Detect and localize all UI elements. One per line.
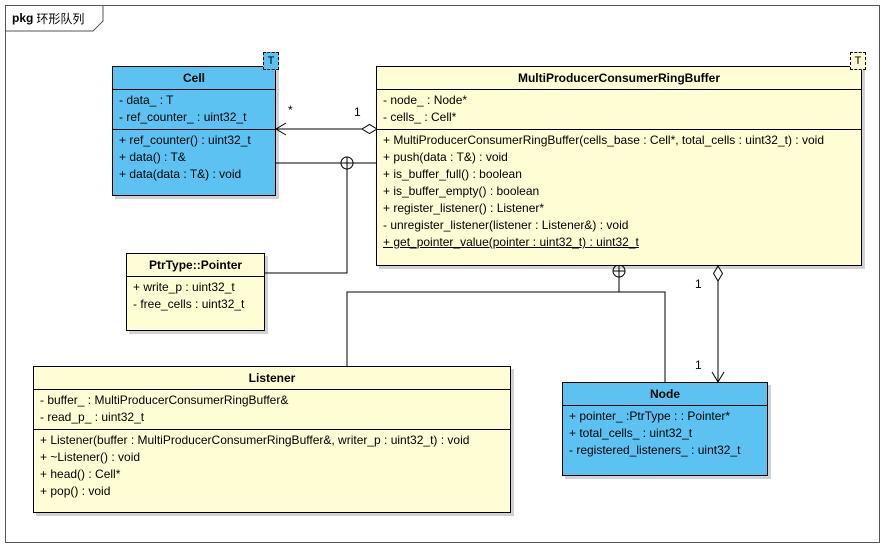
pointer-nesting-line xyxy=(265,169,348,274)
class-cell-operations: + ref_counter() : uint32_t + data() : T&… xyxy=(113,130,275,186)
attribute: - cells_ : Cell* xyxy=(383,110,457,124)
package-tab: pkg 环形队列 xyxy=(5,5,103,31)
class-cell-attributes: - data_ : T - ref_counter_ : uint32_t xyxy=(113,90,275,130)
class-node-name: Node xyxy=(563,383,767,406)
attribute: + pointer_ :PtrType : : Pointer* xyxy=(569,409,731,423)
class-listener[interactable]: Listener - buffer_ : MultiProducerConsum… xyxy=(33,366,511,513)
operation: + ref_counter() : uint32_t xyxy=(119,133,251,147)
operation: - unregister_listener(listener : Listene… xyxy=(383,218,629,232)
class-node[interactable]: Node + pointer_ :PtrType : : Pointer* + … xyxy=(562,382,768,476)
cells-aggregation-diamond xyxy=(361,123,378,135)
cell-template-param: T xyxy=(263,52,279,70)
operation: + Listener(buffer : MultiProducerConsume… xyxy=(40,433,470,447)
class-node-attributes: + pointer_ :PtrType : : Pointer* + total… xyxy=(563,406,767,462)
attribute: - node_ : Node* xyxy=(383,93,468,107)
multiplicity-node-source: 1 xyxy=(695,277,702,291)
class-pointer-attributes: + write_p : uint32_t - free_cells : uint… xyxy=(127,277,264,316)
operation: + is_buffer_empty() : boolean xyxy=(383,184,540,198)
operation: + MultiProducerConsumerRingBuffer(cells_… xyxy=(383,133,824,147)
package-name: 环形队列 xyxy=(36,11,85,26)
multiplicity-node-target: 1 xyxy=(695,358,702,372)
attribute: - free_cells : uint32_t xyxy=(133,297,245,311)
attribute: + write_p : uint32_t xyxy=(133,280,235,294)
attribute: - data_ : T xyxy=(119,93,174,107)
class-listener-attributes: - buffer_ : MultiProducerConsumerRingBuf… xyxy=(34,390,510,430)
class-pointer-name: PtrType::Pointer xyxy=(127,254,264,277)
class-cell-name: Cell xyxy=(113,67,275,90)
operation: + ~Listener() : void xyxy=(40,450,141,464)
attribute: - ref_counter_ : uint32_t xyxy=(119,110,247,124)
package-frame xyxy=(5,5,880,543)
operation: + push(data : T&) : void xyxy=(383,150,508,164)
ring-buffer-template-param: T xyxy=(850,52,866,70)
class-listener-name: Listener xyxy=(34,367,510,390)
class-ring-buffer[interactable]: MultiProducerConsumerRingBuffer - node_ … xyxy=(376,66,862,266)
class-ring-buffer-operations: + MultiProducerConsumerRingBuffer(cells_… xyxy=(377,130,861,254)
cells-open-arrowhead xyxy=(275,122,287,136)
attribute: + total_cells_ : uint32_t xyxy=(569,426,693,440)
attribute: - registered_listeners_ : uint32_t xyxy=(569,443,741,457)
class-pointer[interactable]: PtrType::Pointer + write_p : uint32_t - … xyxy=(126,253,265,331)
class-ring-buffer-attributes: - node_ : Node* - cells_ : Cell* xyxy=(377,90,861,130)
node-aggregation-diamond xyxy=(712,265,724,282)
static-operation: + get_pointer_value(pointer : uint32_t) … xyxy=(383,235,639,249)
package-keyword: pkg xyxy=(12,11,34,25)
listener-nesting-line xyxy=(346,291,619,366)
attribute: - read_p_ : uint32_t xyxy=(40,410,145,424)
operation: + data() : T& xyxy=(119,150,186,164)
operation: + pop() : void xyxy=(40,484,111,498)
node-nesting-line xyxy=(619,291,666,382)
operation: + is_buffer_full() : boolean xyxy=(383,167,522,181)
operation: + register_listener() : Listener* xyxy=(383,201,545,215)
attribute: - buffer_ : MultiProducerConsumerRingBuf… xyxy=(40,393,289,407)
package-tab-outline xyxy=(5,5,104,32)
operation: + head() : Cell* xyxy=(40,467,121,481)
operation: + data(data : T&) : void xyxy=(119,167,242,181)
multiplicity-cells-target: * xyxy=(288,103,293,117)
class-cell[interactable]: Cell - data_ : T - ref_counter_ : uint32… xyxy=(112,66,276,196)
multiplicity-cells-source: 1 xyxy=(354,105,361,119)
class-listener-operations: + Listener(buffer : MultiProducerConsume… xyxy=(34,430,510,503)
class-ring-buffer-name: MultiProducerConsumerRingBuffer xyxy=(377,67,861,90)
